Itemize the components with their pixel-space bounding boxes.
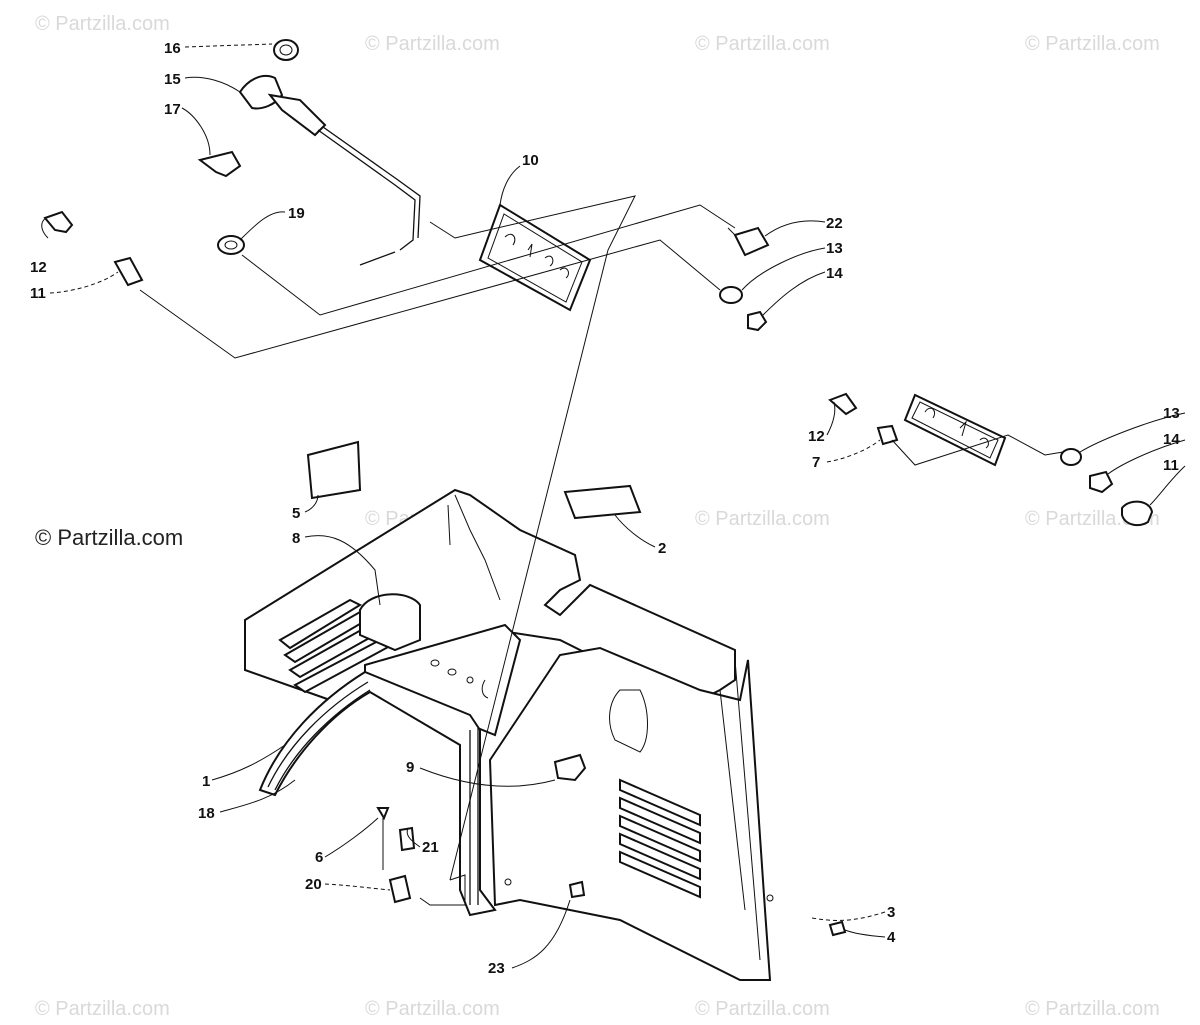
side-handle [609,689,648,753]
callout-6: 6 [315,849,323,866]
callout-12: 12 [808,428,825,445]
callout-3: 3 [887,904,895,921]
clip-part-9 [553,753,587,782]
watermark: © Partzilla.com [1025,33,1160,55]
panel-crease [447,504,451,546]
callout-9: 9 [406,759,414,776]
callout-labels: 16 15 17 10 19 22 13 14 12 11 13 14 11 1… [30,40,1180,977]
callout-17: 17 [164,101,181,118]
toggle-switch-part-22 [733,226,770,257]
bezel-part-7 [876,424,899,446]
left-vents [278,598,393,694]
watermark: © Partzilla.com [365,998,500,1020]
key-part-12-right [828,392,858,416]
switch-plate-right [903,393,1007,467]
callout-5: 5 [292,505,300,522]
right-vents [619,778,701,899]
callout-11: 11 [30,285,46,302]
callout-23: 23 [488,960,505,977]
callout-13: 13 [1163,405,1180,422]
choke-cable [317,129,416,251]
choke-body [267,93,327,137]
watermark: © Partzilla.com [1025,998,1160,1020]
callout-19: 19 [288,205,305,222]
callout-16: 16 [164,40,181,57]
nut-part-14-upper [747,310,768,332]
nut-part-16 [273,39,299,61]
panel-crease [454,494,501,601]
choke-knob-part-15 [238,74,284,110]
callout-4: 4 [887,929,896,946]
callout-8: 8 [292,530,300,547]
callout-13: 13 [826,240,843,257]
ignition-part-11-upper [113,256,144,287]
callout-10: 10 [522,152,539,169]
callout-2: 2 [658,540,666,557]
callout-11: 11 [1163,457,1179,474]
watermark: © Partzilla.com [35,13,170,35]
watermark: © Partzilla.com [695,998,830,1020]
watermark: © Partzilla.com [35,998,170,1020]
nut-part-14-right [1089,470,1114,494]
screw-part-23 [568,880,586,899]
washer-part-13-upper [719,286,743,304]
upper-switch-group [43,39,770,881]
callout-1: 1 [202,773,210,790]
grommet-part-19 [217,235,245,255]
right-switch-group [828,392,1154,527]
rivet-part-6 [376,807,390,821]
callout-12: 12 [30,259,47,276]
callout-7: 7 [812,454,820,471]
callout-15: 15 [164,71,181,88]
leader-lines [41,43,1186,969]
watermark: © Partzilla.com [695,508,830,530]
console-side-panel [488,646,772,981]
watermarks: © Partzilla.com © Partzilla.com © Partzi… [35,13,1160,1020]
switch-plate-part-10 [478,203,592,312]
callout-14: 14 [1163,431,1180,448]
decal-part-2 [563,484,642,520]
callout-22: 22 [826,215,843,232]
copyright-notice: © Partzilla.com [35,525,183,550]
decal-part-5 [306,440,362,500]
screw-part-4 [828,920,847,937]
washer-part-13-right [1060,448,1082,466]
gauge-housing [359,593,421,652]
bracket-part-20 [388,874,412,904]
callout-20: 20 [305,876,322,893]
watermark: © Partzilla.com [365,33,500,55]
callout-18: 18 [198,805,215,822]
callout-21: 21 [422,839,439,856]
bracket-part-17 [197,150,242,178]
watermark: © Partzilla.com [695,33,830,55]
ignition-part-11-right [1121,500,1154,527]
key-part-12-upper [43,210,74,234]
fender-arch [258,670,497,917]
console-assembly [244,488,774,981]
callout-14: 14 [826,265,843,282]
